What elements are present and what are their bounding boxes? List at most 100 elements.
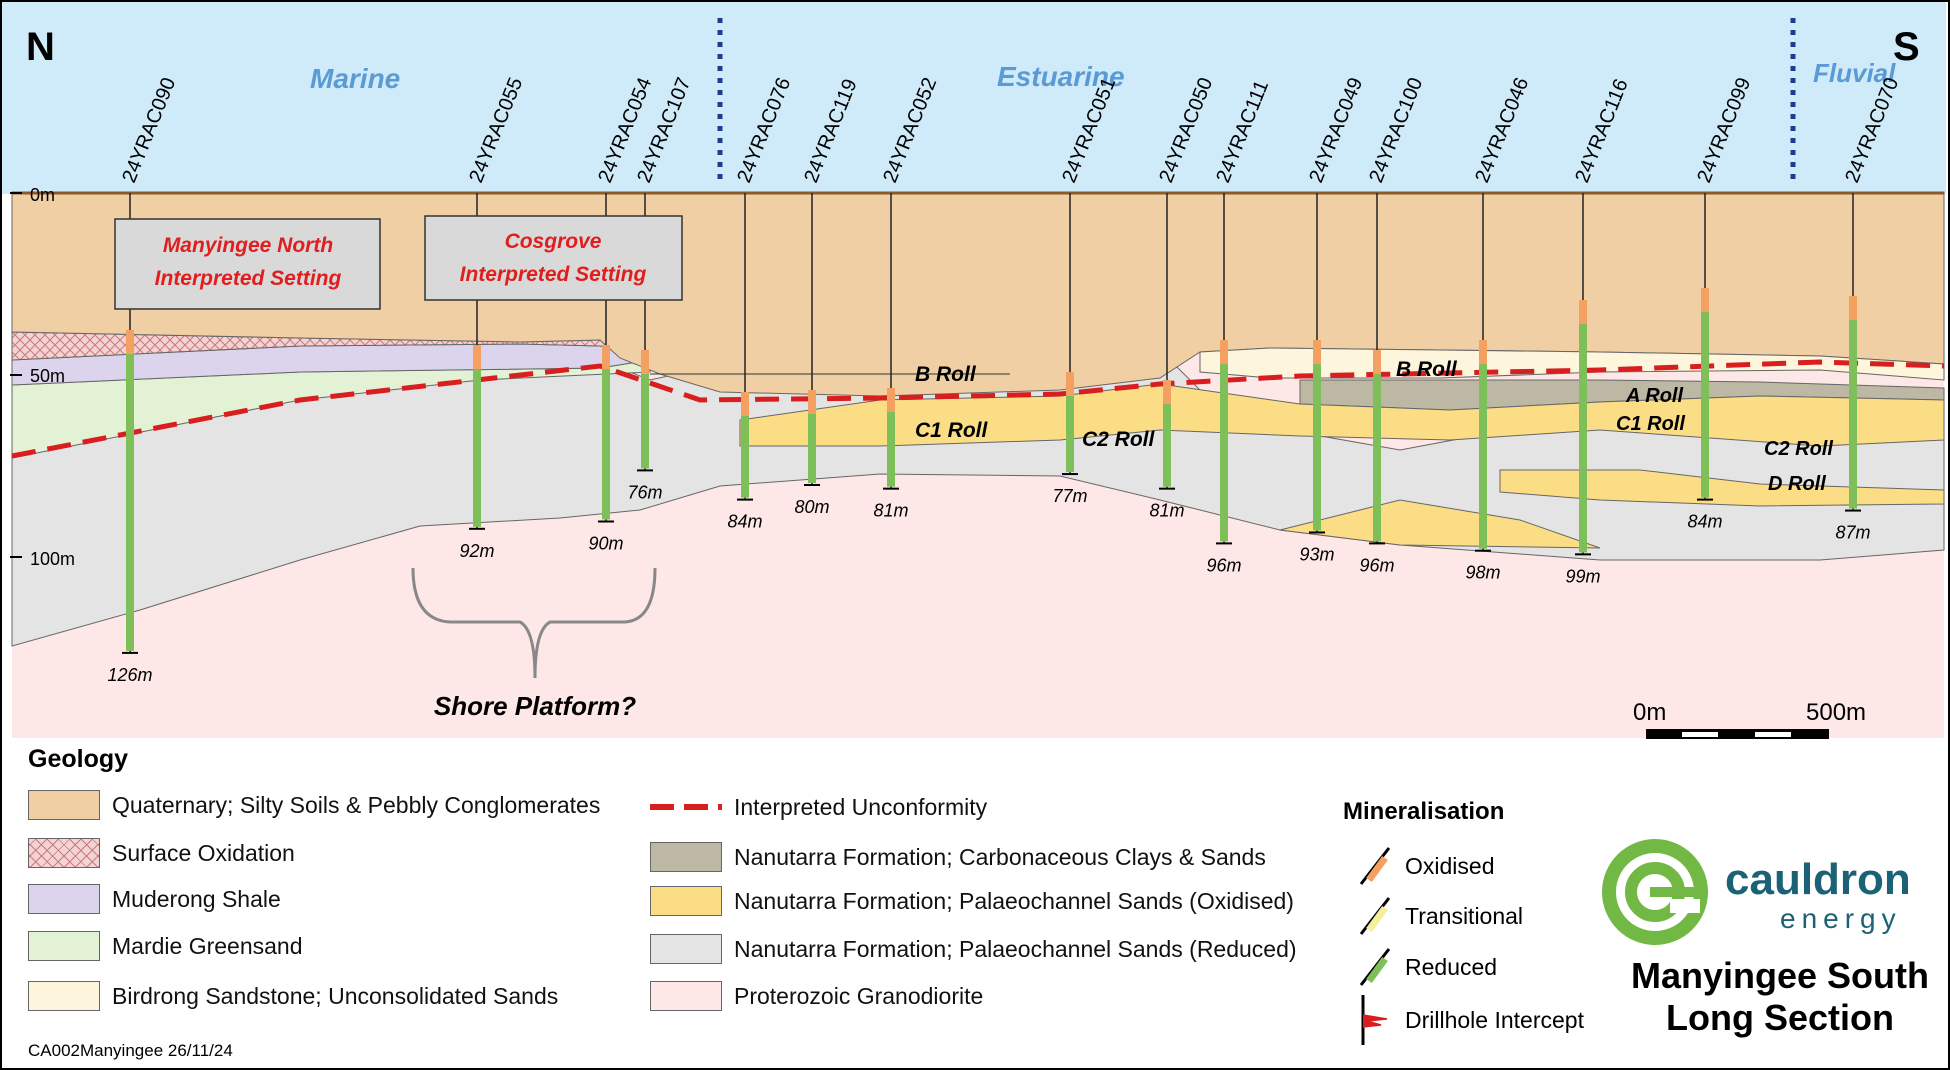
drillhole-oxidised-interval bbox=[808, 390, 816, 414]
drillhole-oxidised-interval bbox=[641, 350, 649, 374]
oxidised-symbol-icon bbox=[1359, 847, 1391, 885]
transitional-symbol-icon bbox=[1359, 897, 1391, 935]
drillhole-depth-label: 84m bbox=[727, 512, 762, 532]
legend-swatch-muderong-shale bbox=[28, 884, 100, 914]
cauldron-logo-icon bbox=[1602, 839, 1708, 945]
legend-birdrong-sandstone: Birdrong Sandstone; Unconsolidated Sands bbox=[28, 979, 558, 1013]
legend-label-carbonaceous: Nanutarra Formation; Carbonaceous Clays … bbox=[734, 843, 1266, 870]
legend-label-granodiorite: Proterozoic Granodiorite bbox=[734, 982, 984, 1009]
mineralisation-intercept: Drillhole Intercept bbox=[1355, 995, 1584, 1045]
mineralisation-transitional: Transitional bbox=[1355, 896, 1523, 936]
drillhole-oxidised-interval bbox=[1220, 340, 1228, 364]
cauldron-brand: cauldron energy bbox=[1600, 835, 1930, 955]
drillhole-reduced-interval bbox=[126, 354, 134, 651]
drillhole-depth-label: 96m bbox=[1359, 555, 1394, 575]
drillhole-reduced-interval bbox=[741, 416, 749, 498]
legend-surface-oxidation: Surface Oxidation bbox=[28, 836, 295, 870]
drillhole-depth-label: 98m bbox=[1465, 563, 1500, 583]
legend-label-quaternary: Quaternary; Silty Soils & Pebbly Conglom… bbox=[112, 791, 601, 818]
drillhole-oxidised-interval bbox=[1849, 296, 1857, 320]
environment-fluvial: Fluvial bbox=[1813, 58, 1896, 88]
scale-bar-end: 500m bbox=[1806, 699, 1866, 726]
drillhole-reduced-interval bbox=[808, 414, 816, 483]
drillhole-reduced-interval bbox=[473, 369, 481, 527]
mineralisation-label-reduced: Reduced bbox=[1405, 953, 1498, 980]
manyingee-north-setting-box bbox=[114, 218, 381, 310]
legend-swatch-surface-oxidation bbox=[28, 838, 100, 868]
drillhole-depth-label: 87m bbox=[1835, 523, 1870, 543]
drillhole-oxidised-interval bbox=[1313, 340, 1321, 364]
drillhole-oxidised-interval bbox=[1163, 380, 1171, 404]
environment-estuarine: Estuarine bbox=[997, 61, 1125, 92]
manyingee-north-setting-line2: Interpreted Setting bbox=[155, 267, 342, 290]
b-roll-label-2: B Roll bbox=[1396, 358, 1458, 381]
geology-legend-title: Geology bbox=[28, 745, 129, 773]
legend-muderong-shale: Muderong Shale bbox=[28, 882, 281, 916]
drillhole-oxidised-interval bbox=[473, 345, 481, 369]
legend-granodiorite: Proterozoic Granodiorite bbox=[650, 979, 983, 1013]
legend-swatch-mardie-greensand bbox=[28, 931, 100, 961]
legend-swatch-birdrong-sandstone bbox=[28, 981, 100, 1011]
legend-label-reduced-sands: Nanutarra Formation; Palaeochannel Sands… bbox=[734, 935, 1297, 962]
drillhole-oxidised-interval bbox=[1479, 340, 1487, 364]
document-title-line2: Long Section bbox=[1666, 997, 1894, 1038]
drillhole-depth-label: 77m bbox=[1052, 486, 1087, 506]
drillhole-oxidised-interval bbox=[741, 392, 749, 416]
drillhole-reduced-interval bbox=[602, 369, 610, 520]
legend-label-mardie-greensand: Mardie Greensand bbox=[112, 932, 303, 959]
depth-label-50: 50m bbox=[30, 366, 65, 386]
drillhole-oxidised-interval bbox=[887, 388, 895, 412]
scale-bar-segment-1 bbox=[1682, 732, 1718, 737]
drillhole-reduced-interval bbox=[641, 374, 649, 469]
drillhole-reduced-interval bbox=[1479, 364, 1487, 549]
drillhole-oxidised-interval bbox=[1373, 350, 1381, 374]
legend-label-unconformity: Interpreted Unconformity bbox=[734, 793, 988, 820]
drillhole-oxidised-interval bbox=[126, 330, 134, 354]
cosgrove-setting-box bbox=[424, 215, 683, 301]
mineralisation-reduced: Reduced bbox=[1355, 947, 1497, 987]
c2-roll-label-2: C2 Roll bbox=[1764, 438, 1833, 460]
c1-roll-label-1: C1 Roll bbox=[915, 419, 989, 442]
drillhole-oxidised-interval bbox=[1066, 372, 1074, 396]
drillhole-depth-label: 93m bbox=[1299, 544, 1334, 564]
legend-mardie-greensand: Mardie Greensand bbox=[28, 929, 303, 963]
sky-band bbox=[2, 2, 1946, 194]
drillhole-intercept-icon bbox=[1361, 995, 1388, 1045]
interpreted-unconformity-line bbox=[11, 359, 1945, 459]
a-roll-label: A Roll bbox=[1625, 385, 1683, 407]
legend-swatch-unconformity bbox=[650, 804, 722, 810]
drillhole-reduced-interval bbox=[1313, 364, 1321, 531]
legend-carbonaceous: Nanutarra Formation; Carbonaceous Clays … bbox=[650, 840, 1266, 874]
legend-quaternary: Quaternary; Silty Soils & Pebbly Conglom… bbox=[28, 788, 600, 822]
scale-bar-start: 0m bbox=[1633, 699, 1666, 726]
document-title-line1: Manyingee South bbox=[1630, 955, 1930, 996]
legend-label-birdrong-sandstone: Birdrong Sandstone; Unconsolidated Sands bbox=[112, 982, 559, 1009]
legend-unconformity: Interpreted Unconformity bbox=[650, 790, 987, 824]
drillhole-reduced-interval bbox=[1163, 404, 1171, 487]
manyingee-north-setting-line1: Manyingee North bbox=[163, 234, 333, 257]
drillhole-depth-label: 81m bbox=[873, 501, 908, 521]
mineralisation-oxidised: Oxidised bbox=[1355, 846, 1494, 886]
legend-swatch-reduced-sands bbox=[650, 934, 722, 964]
legend-swatch-granodiorite bbox=[650, 981, 722, 1011]
scale-bar-outline bbox=[1646, 729, 1829, 739]
drillhole-oxidised-interval bbox=[1579, 300, 1587, 324]
mineralisation-legend-title: Mineralisation bbox=[1343, 798, 1505, 825]
document-title: Manyingee South Long Section bbox=[1620, 955, 1940, 1039]
drillhole-oxidised-interval bbox=[602, 345, 610, 369]
legend-label-muderong-shale: Muderong Shale bbox=[112, 885, 281, 912]
legend-oxidised-sands: Nanutarra Formation; Palaeochannel Sands… bbox=[650, 884, 1294, 918]
depth-label-100: 100m bbox=[30, 549, 75, 569]
brand-sub: energy bbox=[1780, 903, 1902, 934]
c1-roll-label-2: C1 Roll bbox=[1616, 413, 1685, 435]
cosgrove-setting-line1: Cosgrove bbox=[505, 230, 602, 253]
document-code: CA002Manyingee 26/11/24 bbox=[28, 1041, 233, 1060]
reduced-symbol-icon bbox=[1359, 948, 1391, 986]
depth-label-0: 0m bbox=[30, 185, 55, 205]
drillhole-depth-label: 99m bbox=[1565, 566, 1600, 586]
legend-label-oxidised-sands: Nanutarra Formation; Palaeochannel Sands… bbox=[734, 887, 1294, 914]
drillhole-depth-label: 90m bbox=[588, 534, 623, 554]
drillhole-depth-label: 81m bbox=[1149, 501, 1184, 521]
legend-swatch-oxidised-sands bbox=[650, 886, 722, 916]
